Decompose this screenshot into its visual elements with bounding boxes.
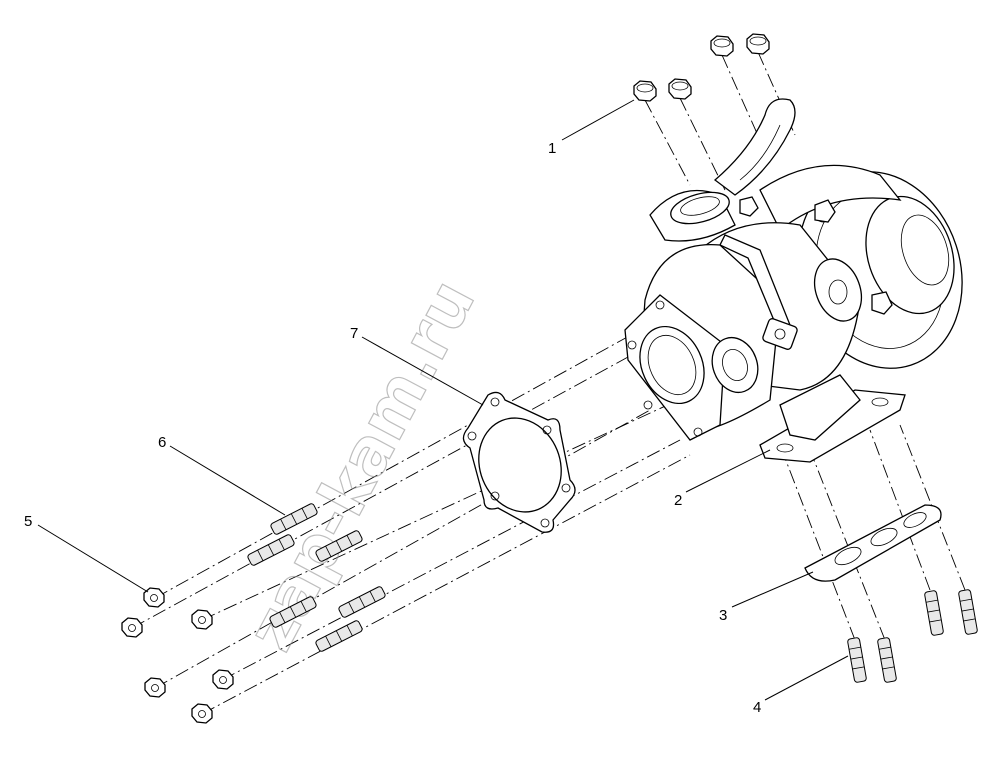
nuts-1 bbox=[633, 33, 770, 102]
callout-1: 1 bbox=[548, 140, 556, 157]
callout-4: 4 bbox=[753, 699, 761, 716]
callout-5: 5 bbox=[24, 513, 32, 530]
turbocharger bbox=[624, 98, 963, 463]
callout-3: 3 bbox=[719, 607, 727, 624]
studs-6 bbox=[247, 503, 386, 652]
nuts-5 bbox=[121, 587, 234, 724]
gasket-3 bbox=[804, 504, 942, 582]
gasket-7 bbox=[462, 391, 576, 533]
callout-7: 7 bbox=[350, 325, 358, 342]
callout-2: 2 bbox=[674, 492, 682, 509]
leader-lines bbox=[37, 99, 849, 701]
callouts: 1 2 3 4 5 6 7 bbox=[24, 140, 761, 716]
callout-6: 6 bbox=[158, 434, 166, 451]
alignment-lines bbox=[131, 51, 966, 715]
studs-4 bbox=[847, 589, 978, 683]
